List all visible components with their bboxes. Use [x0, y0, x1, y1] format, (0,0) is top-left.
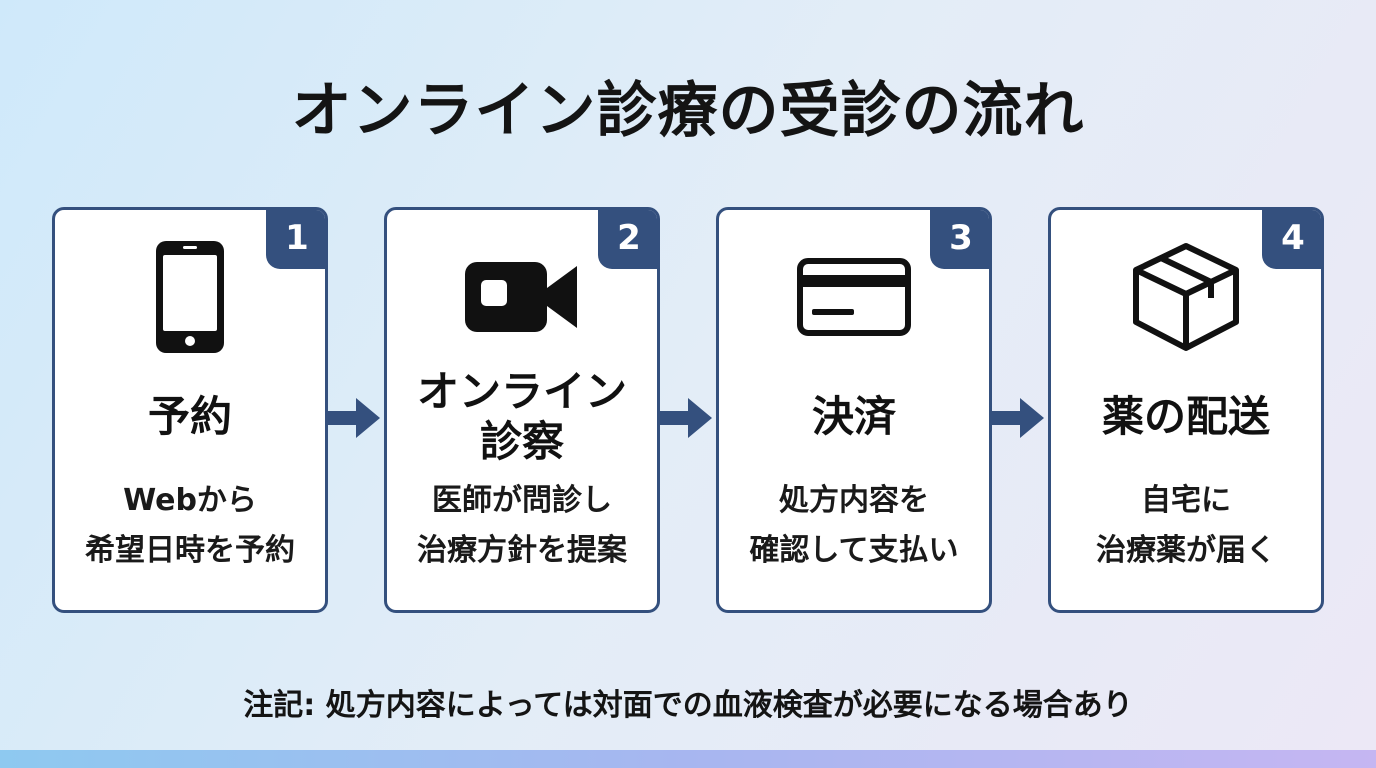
smartphone-icon: [55, 238, 325, 356]
page-title: オンライン診療の受診の流れ: [291, 76, 1085, 146]
step-card-delivery: 4 薬の配送 自宅に 治療薬が届く: [1048, 207, 1324, 613]
step-number-badge: 1: [266, 210, 325, 269]
step-description: Webから 希望日時を予約: [85, 483, 295, 568]
step-card-reservation: 1 予約 Webから 希望日時を予約: [52, 207, 328, 613]
bottom-accent-bar: [0, 750, 1376, 768]
video-camera-icon: [387, 238, 657, 356]
step-number-badge: 2: [598, 210, 657, 269]
step-label: 決済: [811, 392, 896, 441]
step-description: 自宅に 治療薬が届く: [1096, 483, 1276, 568]
step-card-payment: 3 決済 処方内容を 確認して支払い: [716, 207, 992, 613]
package-box-icon: [1051, 238, 1321, 356]
arrow-right-icon: [660, 398, 712, 438]
step-label: オンライン 診察: [416, 367, 627, 466]
step-description: 処方内容を 確認して支払い: [749, 483, 959, 568]
arrow-right-icon: [992, 398, 1044, 438]
step-description: 医師が問診し 治療方針を提案: [417, 483, 627, 568]
arrow-right-icon: [328, 398, 380, 438]
step-label: 薬の配送: [1101, 392, 1270, 441]
step-number-badge: 4: [1262, 210, 1321, 269]
credit-card-icon: [719, 238, 989, 356]
step-label: 予約: [147, 392, 232, 441]
footnote: 注記: 処方内容によっては対面での血液検査が必要になる場合あり: [243, 688, 1133, 723]
step-number-badge: 3: [930, 210, 989, 269]
step-card-online-consultation: 2 オンライン 診察 医師が問診し 治療方針を提案: [384, 207, 660, 613]
